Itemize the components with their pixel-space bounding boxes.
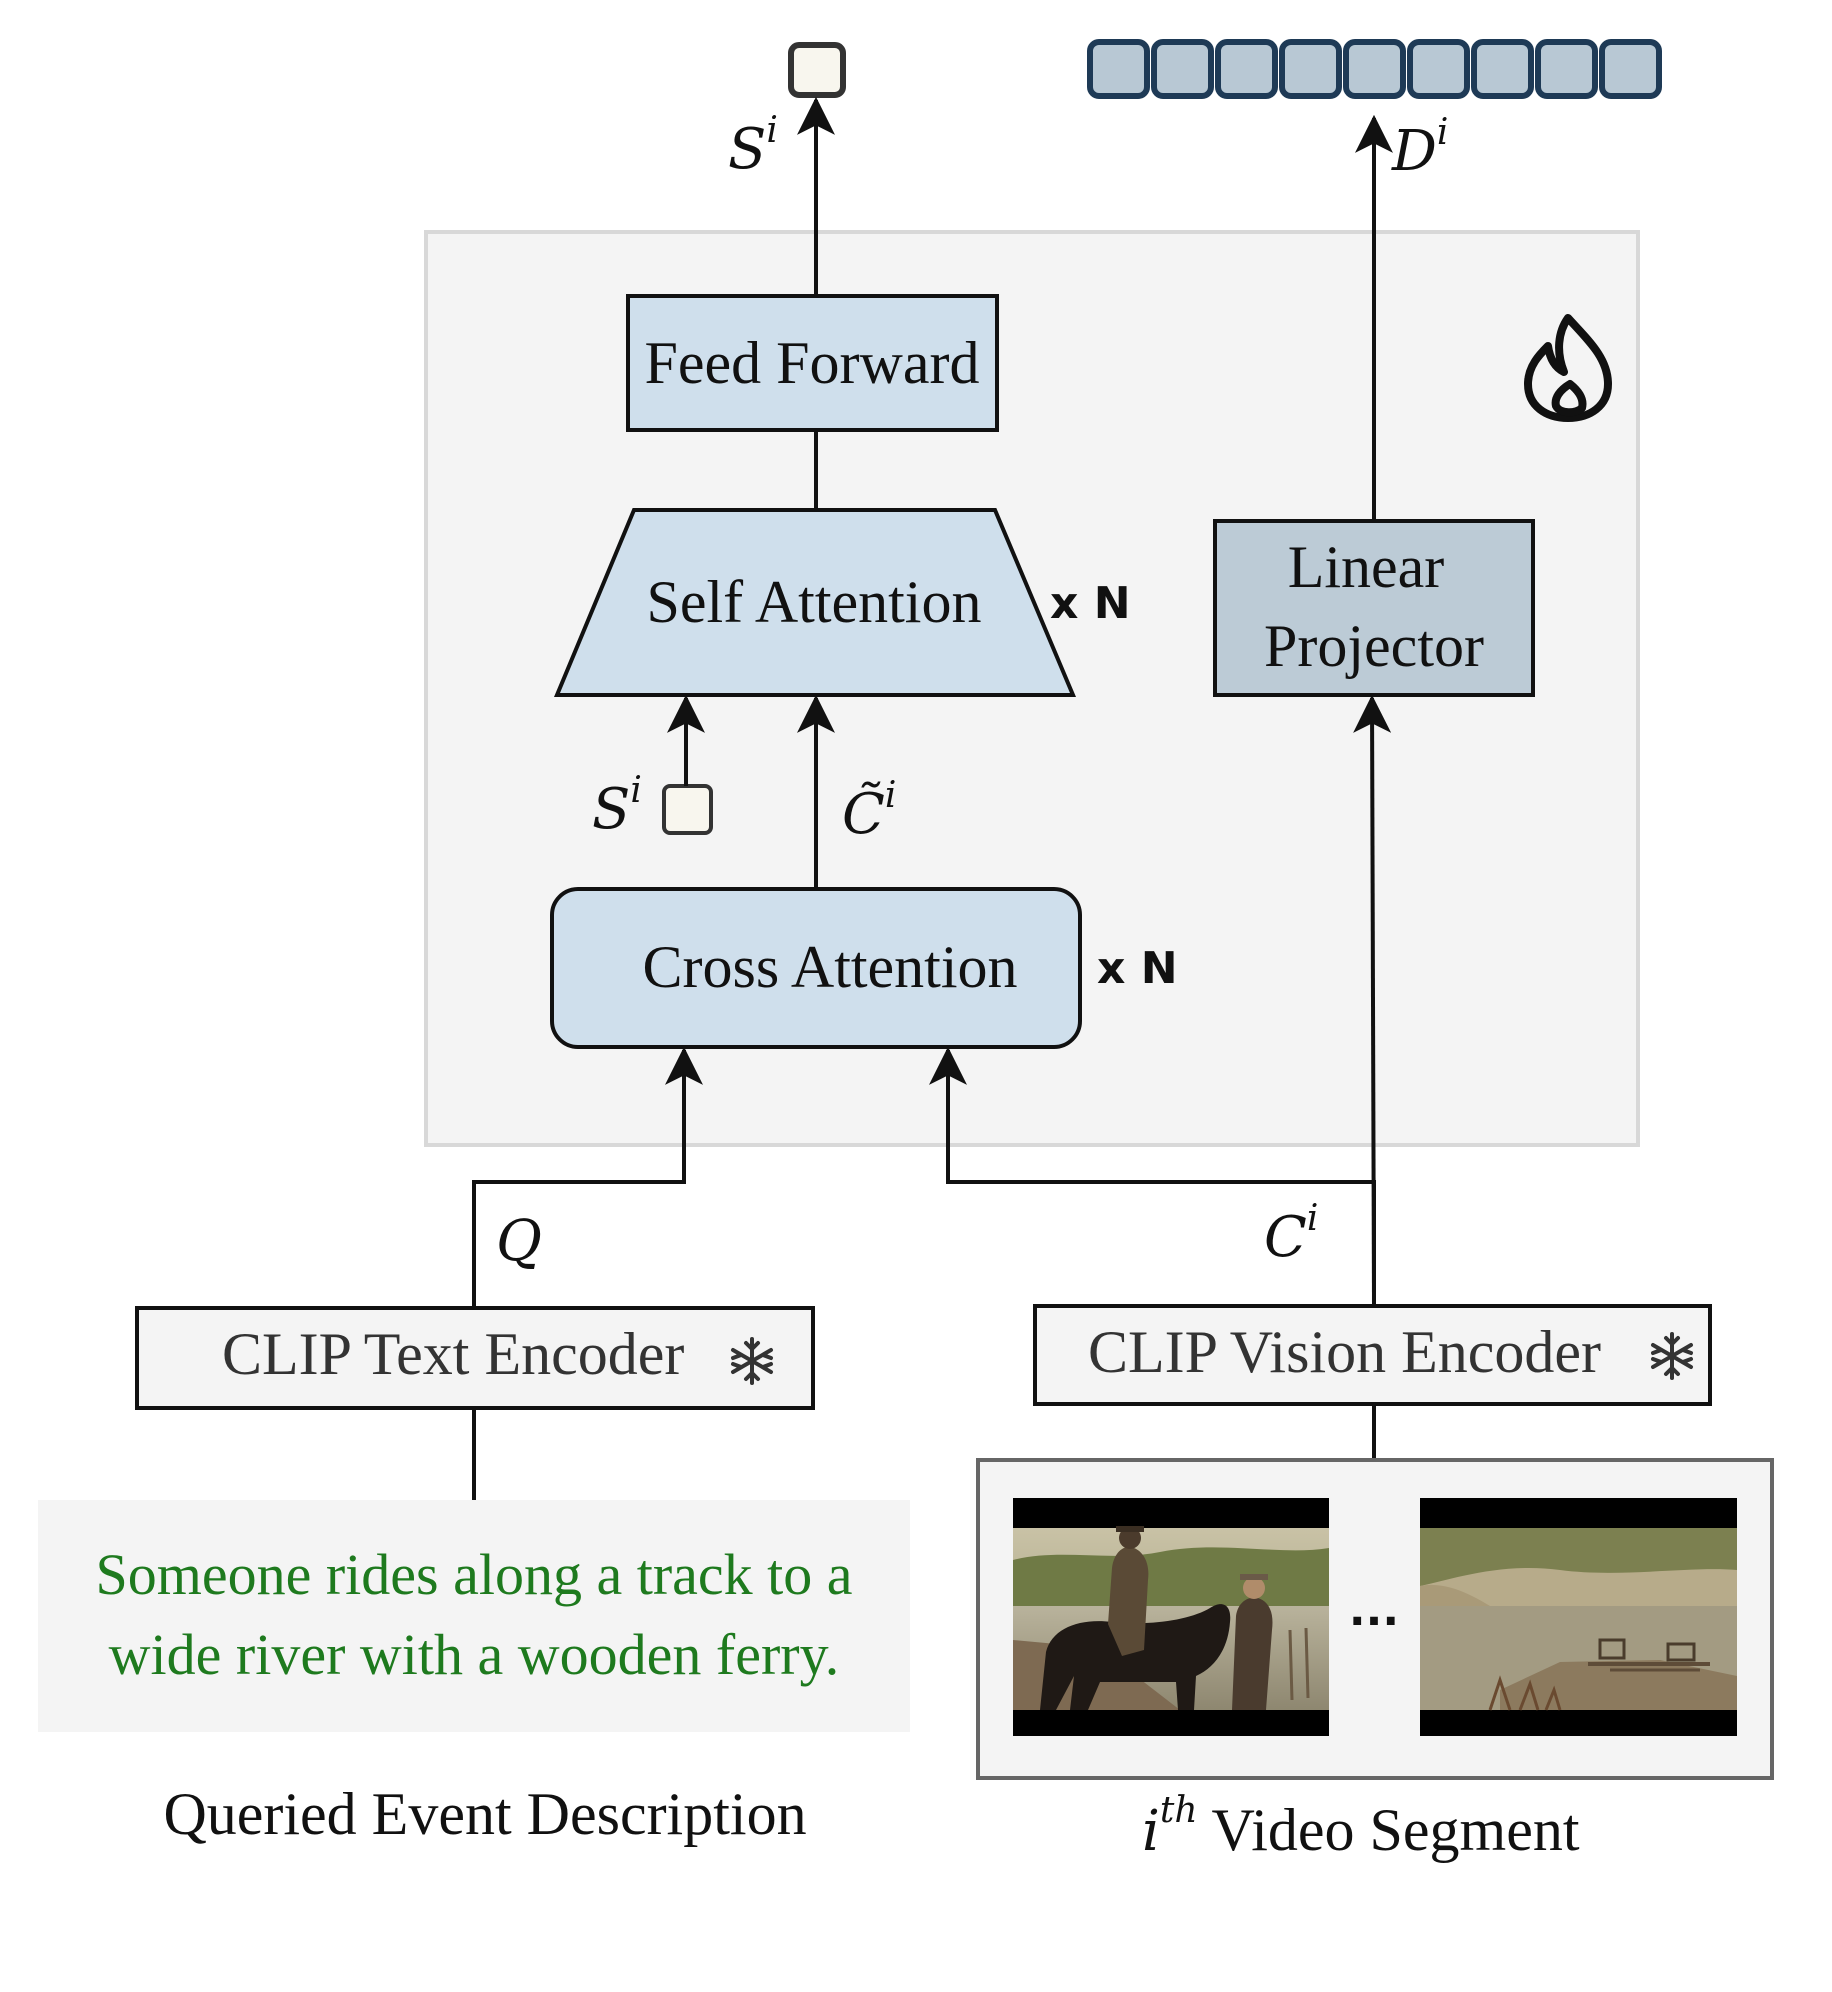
video-frame-last — [1420, 1498, 1737, 1736]
embedding-token — [1087, 39, 1150, 99]
clip-vision-encoder-label: CLIP Vision Encoder — [1088, 1319, 1601, 1385]
fused-context-label: C̃i — [842, 775, 896, 847]
arrow-context-to-projector — [1353, 694, 1392, 1307]
embedding-token — [1343, 39, 1406, 99]
event-description-box — [38, 1500, 910, 1732]
cross-attention-repeat-label: x N — [1097, 943, 1178, 994]
clip-text-encoder-block: CLIP Text Encoder — [135, 1306, 815, 1410]
clip-text-encoder-label: CLIP Text Encoder — [222, 1321, 684, 1387]
video-frame-first — [1013, 1498, 1329, 1736]
embedding-token — [1151, 39, 1214, 99]
snowflake-icon — [1651, 1332, 1693, 1380]
video-segment-caption: ith Video Segment — [1142, 1790, 1580, 1864]
score-input-token — [662, 784, 713, 835]
frames-ellipsis: ... — [1349, 1585, 1399, 1636]
self-attention-repeat-label: x N — [1050, 578, 1131, 629]
event-description-line1: Someone rides along a track to a — [96, 1542, 853, 1607]
self-attention-block: Self Attention — [554, 508, 1077, 697]
snowflake-icon — [731, 1337, 773, 1385]
clip-vision-encoder-block: CLIP Vision Encoder — [1033, 1304, 1712, 1406]
event-description-caption: Queried Event Description — [163, 1781, 806, 1847]
context-label: Ci — [1264, 1198, 1318, 1270]
score-output-label: Si — [728, 110, 778, 182]
feed-forward-block: Feed Forward — [626, 294, 999, 432]
cross-attention-block: Cross Attention — [550, 887, 1082, 1049]
embedding-output-tokens — [1087, 39, 1662, 99]
cross-attention-label: Cross Attention — [642, 934, 1017, 1000]
embedding-token — [1407, 39, 1470, 99]
feed-forward-label: Feed Forward — [645, 330, 980, 396]
self-attention-label: Self Attention — [647, 569, 982, 635]
embedding-output-label: Di — [1391, 112, 1448, 184]
fire-icon — [1524, 314, 1612, 422]
embedding-token — [1535, 39, 1598, 99]
linear-projector-label-line2: Projector — [1264, 613, 1484, 679]
embedding-token — [1279, 39, 1342, 99]
score-input-label: Si — [592, 770, 642, 842]
embedding-token — [1599, 39, 1662, 99]
embedding-token — [1215, 39, 1278, 99]
event-description-line2: wide river with a wooden ferry. — [109, 1622, 840, 1687]
linear-projector-label-line1: Linear — [1288, 534, 1445, 600]
arrow-query-to-crossattn — [472, 1046, 703, 1308]
query-label: Q — [496, 1209, 542, 1274]
linear-projector-block: Linear Projector — [1213, 519, 1535, 697]
embedding-token — [1471, 39, 1534, 99]
score-output-token — [788, 42, 846, 98]
